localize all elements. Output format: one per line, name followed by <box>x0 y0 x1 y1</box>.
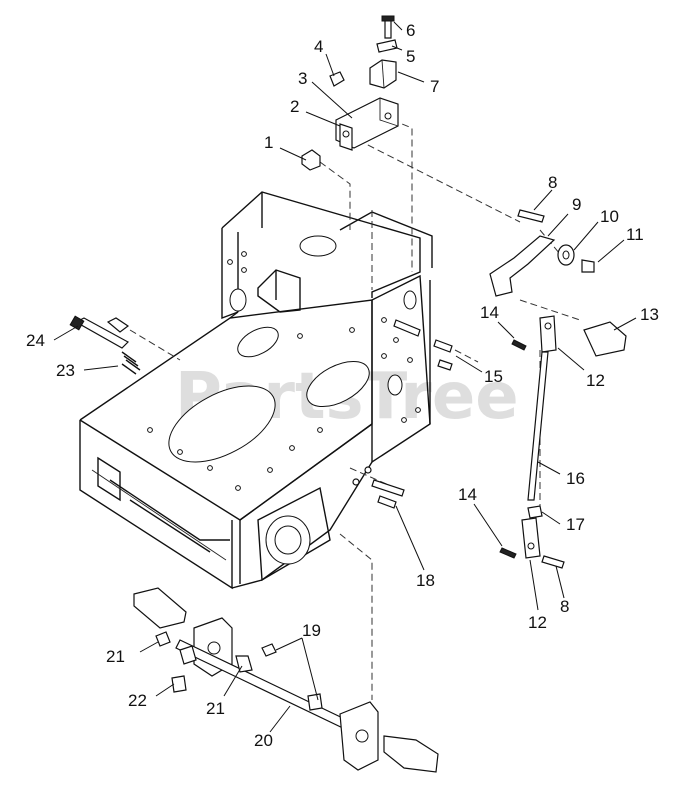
linkage-assembly <box>352 209 627 569</box>
callout-6: 6 <box>406 21 415 40</box>
callout-labels: 1 2 3 4 5 6 7 8 8 9 10 11 12 12 13 14 14… <box>26 21 659 750</box>
callout-9: 9 <box>572 195 581 214</box>
leader-lines <box>53 21 637 733</box>
callout-8a: 8 <box>548 173 557 192</box>
callout-22: 22 <box>128 691 147 710</box>
spring-bolt-assembly <box>69 315 141 375</box>
callout-10: 10 <box>600 207 619 226</box>
callout-23: 23 <box>56 361 75 380</box>
callout-12b: 12 <box>528 613 547 632</box>
callout-1: 1 <box>264 133 273 152</box>
callout-12a: 12 <box>586 371 605 390</box>
callout-7: 7 <box>430 77 439 96</box>
callout-4: 4 <box>314 37 323 56</box>
callout-19: 19 <box>302 621 321 640</box>
callout-24: 24 <box>26 331 45 350</box>
callout-8b: 8 <box>560 597 569 616</box>
callout-2: 2 <box>290 97 299 116</box>
callout-3: 3 <box>298 69 307 88</box>
callout-13: 13 <box>640 305 659 324</box>
callout-14b: 14 <box>458 485 477 504</box>
shaft-assembly <box>133 587 439 773</box>
callout-15: 15 <box>484 367 503 386</box>
callout-14a: 14 <box>480 303 499 322</box>
callout-16: 16 <box>566 469 585 488</box>
callout-20: 20 <box>254 731 273 750</box>
callout-21b: 21 <box>206 699 225 718</box>
callout-21a: 21 <box>106 647 125 666</box>
callout-5: 5 <box>406 47 415 66</box>
callout-11: 11 <box>626 225 644 244</box>
callout-18: 18 <box>416 571 435 590</box>
callout-17: 17 <box>566 515 585 534</box>
main-frame <box>79 191 433 590</box>
